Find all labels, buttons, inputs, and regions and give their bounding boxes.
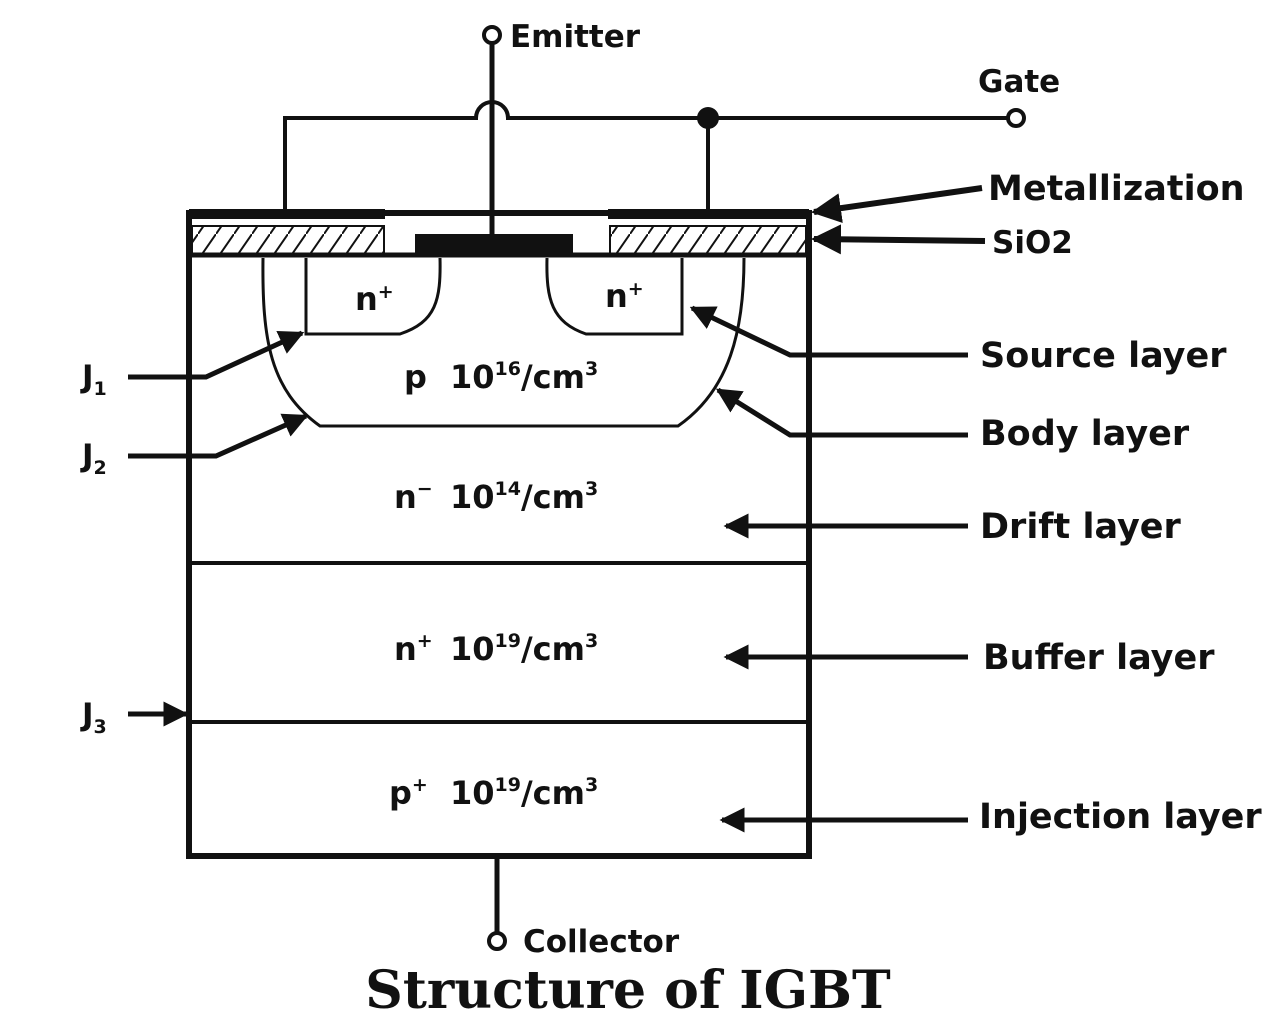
n-plus-left-label: n+ (355, 280, 394, 318)
p-body-doping-label: p 1016/cm3 (404, 358, 598, 396)
emitter-contact (415, 234, 573, 254)
n-plus-right-region (545, 257, 684, 336)
sio2-label: SiO2 (992, 225, 1073, 261)
source-layer-label: Source layer (980, 336, 1227, 376)
metallization-right (608, 209, 809, 219)
n-plus-buffer-doping-label: n+ 1019/cm3 (394, 617, 598, 668)
sio2-left (191, 225, 385, 255)
junction-j3-label: J3 (80, 697, 107, 738)
p-plus-doping-label: p+ 1019/cm3 (389, 761, 598, 812)
junction-j2-arrow (128, 413, 309, 459)
body-layer-arrow (715, 387, 968, 438)
gate-terminal (1006, 108, 1026, 128)
emitter-terminal (482, 25, 502, 45)
junction-j1-arrow (128, 330, 305, 380)
metallization-left (189, 209, 385, 219)
body-layer-label: Body layer (980, 414, 1190, 454)
emitter-label: Emitter (510, 19, 641, 55)
injection-layer-label: Injection layer (979, 797, 1262, 837)
p-body-well (261, 257, 746, 428)
n-plus-right-label: n+ (605, 277, 644, 315)
diagram-title: Structure of IGBT (365, 960, 891, 1021)
metallization-arrow (811, 185, 983, 224)
gate-wire (283, 100, 1008, 212)
sio2-arrow (811, 224, 986, 255)
buffer-layer-label: Buffer layer (983, 638, 1215, 678)
junction-j1-label: J1 (80, 359, 107, 400)
collector-label: Collector (523, 924, 680, 960)
source-layer-arrow (689, 305, 968, 358)
n-minus-doping-label: n− 1014/cm3 (394, 465, 598, 516)
junction-j2-label: J2 (80, 438, 107, 479)
metallization-label: Metallization (988, 169, 1245, 209)
drift-layer-label: Drift layer (980, 507, 1182, 547)
collector-terminal (487, 931, 507, 951)
n-plus-left-region (304, 257, 442, 336)
gate-label: Gate (978, 64, 1060, 100)
device-outline (186, 210, 812, 859)
sio2-right (609, 225, 807, 255)
